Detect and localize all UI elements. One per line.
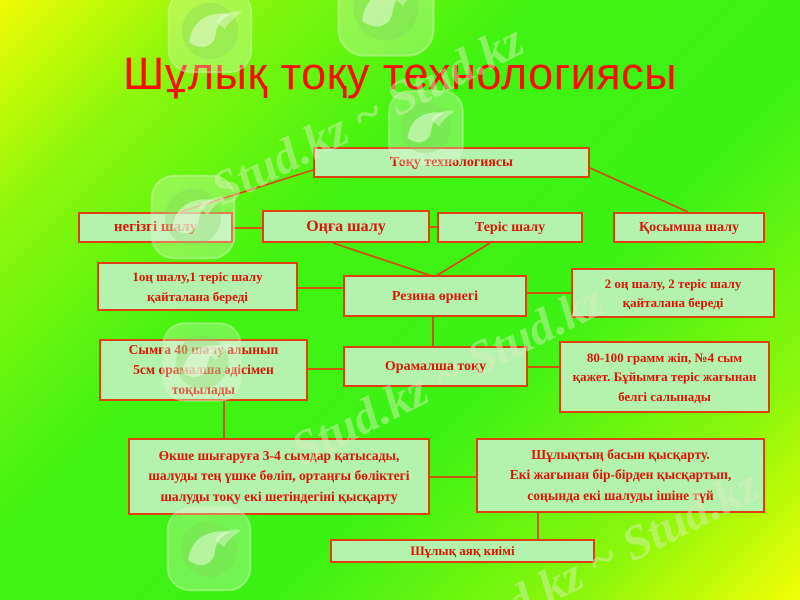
flow-node-okshe-shygaru: Өкше шығаруға 3-4 сымдар қатысады, шалуд… xyxy=(128,438,430,515)
flow-node-2-on-2-teris: 2 оң шалу, 2 теріс шалу қайталана береді xyxy=(571,268,775,318)
flow-node-rezina-ornegi: Резина өрнегі xyxy=(343,275,527,317)
connector-line xyxy=(435,242,491,277)
flow-node-basyn-qysqartu: Шұлықтың басын қысқарту. Екі жағынан бір… xyxy=(476,438,765,513)
flow-node-80-100-gramm-zhip: 80-100 грамм жіп, №4 сым қажет. Бұйымға … xyxy=(559,341,770,413)
slide-title: Шұлық тоқу технологиясы xyxy=(123,48,677,99)
flow-node-negizgi-shalu: негізгі шалу xyxy=(78,212,233,243)
flow-node-toqu-tekhnologiyasy: Тоқу технологиясы xyxy=(313,147,590,178)
flow-node-onga-shalu: Оңға шалу xyxy=(262,210,430,243)
flow-node-oramalsha-toqu: Орамалша тоқу xyxy=(343,346,528,387)
flow-node-teris-shalu: Теріс шалу xyxy=(437,212,583,243)
flow-node-symga-40-shalu: Сымға 40 шалу алынып 5см орамалша әдісім… xyxy=(99,339,308,401)
connector-line xyxy=(332,242,433,277)
connector-line xyxy=(179,169,314,213)
flow-node-shulyq-ayaq-kiimi: Шұлық аяқ киімі xyxy=(330,539,595,563)
flow-node-1-on-1-teris: 1оң шалу,1 теріс шалу қайталана береді xyxy=(97,262,298,311)
connector-line xyxy=(589,167,689,213)
flow-node-qosymsha-shalu: Қосымша шалу xyxy=(613,212,765,243)
